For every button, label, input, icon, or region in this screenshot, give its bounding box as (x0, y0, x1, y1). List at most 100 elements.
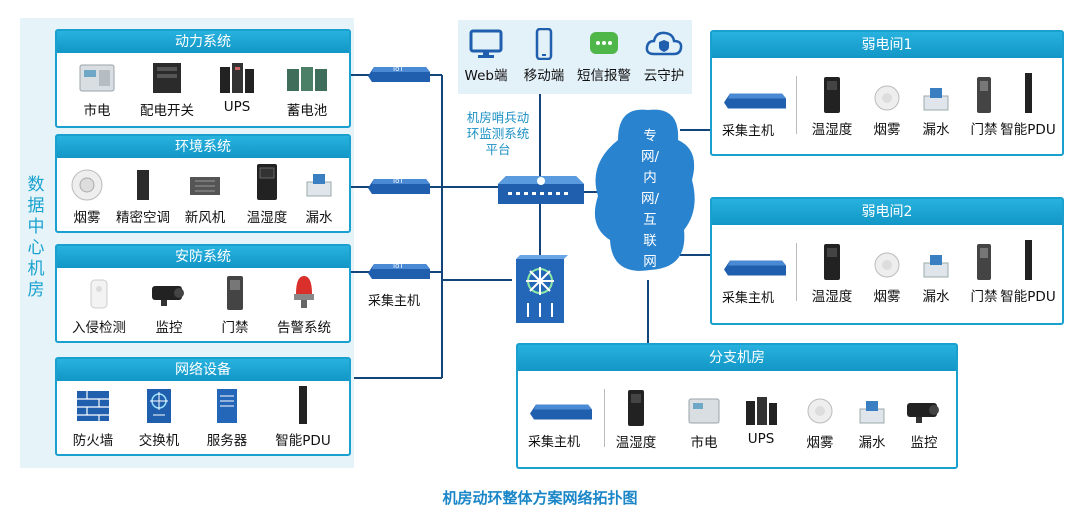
room1-collector-label: 采集主机 (722, 124, 775, 139)
fresh-air-icon (190, 177, 220, 195)
switch-item: 交换机 (119, 387, 199, 449)
camera-icon (907, 403, 939, 423)
room2-title: 弱电间2 (712, 199, 1062, 225)
branch-mains: 市电 (664, 395, 744, 451)
branch-camera-label: 监控 (910, 435, 938, 451)
thermo-hygrometer-icon (824, 244, 840, 280)
branch-temp-label: 温湿度 (615, 435, 657, 451)
mobile-client-label: 移动端 (523, 68, 565, 84)
iot-badge-3: IoT (393, 262, 404, 270)
branch-leak: 漏水 (832, 395, 912, 451)
network-panel-title: 网络设备 (57, 359, 349, 381)
camera-icon (152, 286, 184, 306)
branch-smoke-label: 烟雾 (806, 435, 834, 451)
branch-collector-label: 采集主机 (528, 435, 581, 450)
room2-collector-label: 采集主机 (722, 291, 775, 306)
room2-pdu-label: 智能PDU (1000, 289, 1056, 305)
room2-smoke-label: 烟雾 (873, 289, 901, 305)
network-panel: 网络设备 防火墙 交换机 服务器 智能PDU (55, 357, 351, 456)
room1-pdu-label: 智能PDU (1000, 122, 1056, 138)
intrusion-item: 入侵检测 (59, 276, 139, 336)
mobile-client: 移动端 (506, 28, 582, 84)
cloud-label: 专网/内网/互联网 (640, 128, 660, 270)
sms-alert-label: 短信报警 (577, 68, 631, 84)
server-label: 服务器 (206, 433, 248, 449)
room2-access: 门禁 (944, 243, 1024, 305)
smoke-detector-icon (874, 85, 900, 111)
firewall-item: 防火墙 (53, 387, 133, 449)
branch-ups-label: UPS (747, 431, 775, 447)
mobile-phone-icon (535, 28, 553, 60)
server-item: 服务器 (187, 387, 267, 449)
ups-icon (746, 397, 777, 425)
alarm-item: 告警系统 (264, 272, 344, 336)
branch-leak-label: 漏水 (858, 435, 886, 451)
branch-camera: 监控 (884, 395, 964, 451)
iot-collector-icon (724, 260, 786, 276)
room1-temp: 温湿度 (792, 76, 872, 138)
switch-label: 交换机 (138, 433, 180, 449)
temp-humid-item: 温湿度 (227, 162, 307, 226)
data-center-title: 数据中心机房 (27, 175, 45, 300)
intrusion-sensor-icon (90, 279, 108, 309)
pdu-icon (1025, 240, 1032, 280)
meter-icon (688, 398, 720, 424)
power-panel: 动力系统 市电 配电开关 UPS 蓄电池 (55, 29, 351, 128)
smoke-item: 烟雾 (47, 168, 127, 226)
switchgear-item: 配电开关 (127, 61, 207, 119)
branch-mains-label: 市电 (690, 435, 718, 451)
room1-access: 门禁 (944, 76, 1024, 138)
collector-label: 采集主机 (368, 294, 421, 309)
cabinet-icon (153, 63, 181, 93)
cloud-guard-label: 云守护 (643, 68, 685, 84)
ups-icon (220, 63, 254, 93)
ac-item: 精密空调 (103, 168, 183, 226)
thermo-hygrometer-icon (257, 164, 277, 200)
monitor-icon (469, 29, 503, 58)
network-cloud-icon (594, 109, 695, 271)
alarm-light-icon (294, 276, 314, 308)
iot-collector-icon (530, 404, 592, 420)
cloud-shield-icon (645, 31, 683, 56)
firewall-label: 防火墙 (72, 433, 114, 449)
message-icon (590, 32, 618, 54)
room1-leak-label: 漏水 (922, 122, 950, 138)
mains-item: 市电 (57, 61, 137, 119)
diagram-title: 机房动环整体方案网络拓扑图 (442, 489, 638, 507)
intrusion-label: 入侵检测 (72, 320, 126, 336)
smoke-detector-icon (71, 169, 103, 201)
camera-item: 监控 (129, 276, 209, 336)
sms-alert: 短信报警 (566, 28, 642, 84)
pdu-item: 智能PDU (263, 385, 343, 449)
switchgear-label: 配电开关 (140, 103, 194, 119)
battery-label: 蓄电池 (286, 103, 328, 119)
branch-panel: 分支机房 采集主机 温湿度 市电 UPS 烟雾 漏水 监控 (516, 343, 958, 469)
iot-collector-icon (368, 179, 430, 194)
thermo-hygrometer-icon (824, 77, 840, 113)
access-control-icon (977, 244, 991, 280)
leak-sensor-icon (923, 88, 949, 111)
iot-collector-icon (724, 93, 786, 109)
room2-leak: 漏水 (896, 249, 976, 305)
security-panel: 安防系统 入侵检测 监控 门禁 告警系统 (55, 244, 351, 343)
room2-pdu: 智能PDU (988, 239, 1068, 305)
security-panel-title: 安防系统 (57, 246, 349, 268)
mains-label: 市电 (83, 103, 111, 119)
leak-label: 漏水 (305, 210, 333, 226)
room2-smoke: 烟雾 (847, 249, 927, 305)
battery-item: 蓄电池 (267, 61, 347, 119)
platform-server-icon (498, 176, 584, 204)
iot-badge-2: IoT (393, 177, 404, 185)
room1-access-label: 门禁 (970, 122, 998, 138)
room1-smoke: 烟雾 (847, 82, 927, 138)
leak-item: 漏水 (279, 168, 359, 226)
battery-icon (287, 67, 327, 91)
leak-sensor-icon (306, 174, 332, 197)
pdu-icon (299, 386, 307, 424)
switch-icon (147, 389, 171, 423)
branch-temp: 温湿度 (596, 389, 676, 451)
env-panel-title: 环境系统 (57, 136, 349, 158)
room2-access-label: 门禁 (970, 289, 998, 305)
iot-badge-1: IoT (393, 65, 404, 73)
